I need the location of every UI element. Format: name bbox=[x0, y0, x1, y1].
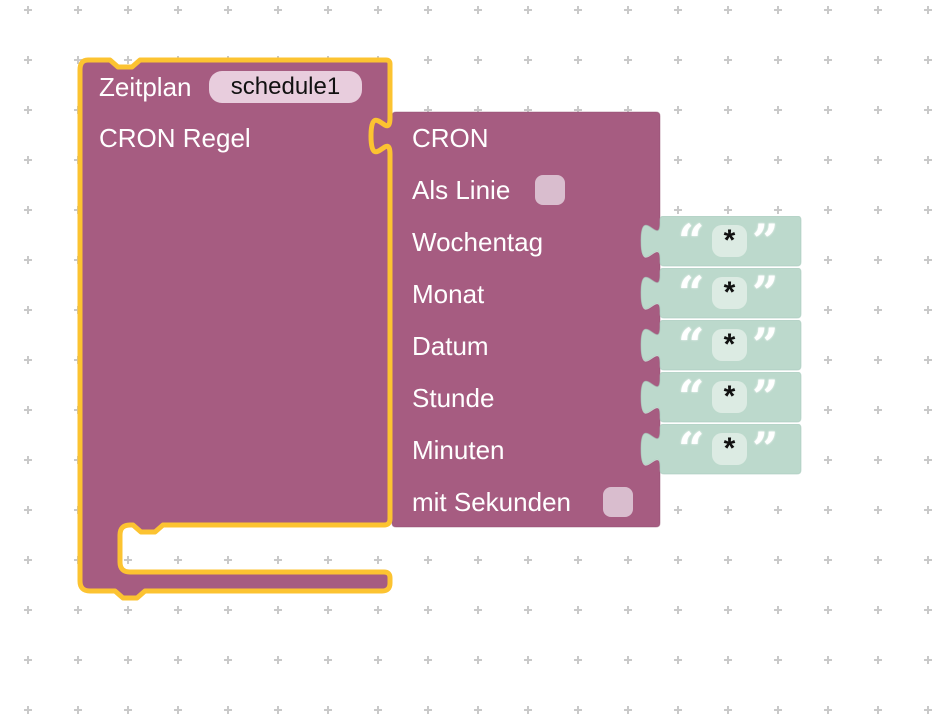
text-value-field[interactable]: * bbox=[712, 380, 747, 413]
als-linie-label: Als Linie bbox=[412, 175, 511, 205]
quote-close-icon: ” bbox=[752, 318, 779, 372]
quote-close-icon: ” bbox=[752, 266, 779, 320]
text-value-field[interactable]: * bbox=[712, 276, 747, 309]
cron-rule-label: CRON Regel bbox=[99, 123, 251, 153]
schedule-name-field[interactable]: schedule1 bbox=[209, 71, 362, 103]
text-value-field[interactable]: * bbox=[712, 328, 747, 361]
quote-close-icon: ” bbox=[752, 422, 779, 476]
quote-close-icon: ” bbox=[752, 370, 779, 424]
row-label-datum: Datum bbox=[412, 331, 489, 361]
quote-open-icon: “ bbox=[678, 214, 705, 268]
schedule-block-type-label: Zeitplan bbox=[99, 72, 192, 102]
quote-open-icon: “ bbox=[678, 266, 705, 320]
text-block-wochentag[interactable]: “ * ” bbox=[640, 216, 804, 268]
row-label-monat: Monat bbox=[412, 279, 485, 309]
quote-open-icon: “ bbox=[678, 318, 705, 372]
quote-close-icon: ” bbox=[752, 214, 779, 268]
text-block-minuten[interactable]: “ * ” bbox=[640, 424, 804, 476]
als-linie-checkbox[interactable] bbox=[535, 175, 565, 205]
quote-open-icon: “ bbox=[678, 422, 705, 476]
text-block-monat[interactable]: “ * ” bbox=[640, 268, 804, 320]
mit-sekunden-label: mit Sekunden bbox=[412, 487, 571, 517]
quote-open-icon: “ bbox=[678, 370, 705, 424]
text-value-field[interactable]: * bbox=[712, 224, 747, 257]
text-block-datum[interactable]: “ * ” bbox=[640, 320, 804, 372]
cron-title-label: CRON bbox=[412, 123, 489, 153]
mit-sekunden-checkbox[interactable] bbox=[603, 487, 633, 517]
text-value-field[interactable]: * bbox=[712, 432, 747, 465]
row-label-wochentag: Wochentag bbox=[412, 227, 544, 257]
text-block-stunde[interactable]: “ * ” bbox=[640, 372, 804, 424]
row-label-minuten: Minuten bbox=[412, 435, 505, 465]
schedule-block-shape[interactable] bbox=[77, 57, 393, 601]
row-label-stunde: Stunde bbox=[412, 383, 495, 413]
